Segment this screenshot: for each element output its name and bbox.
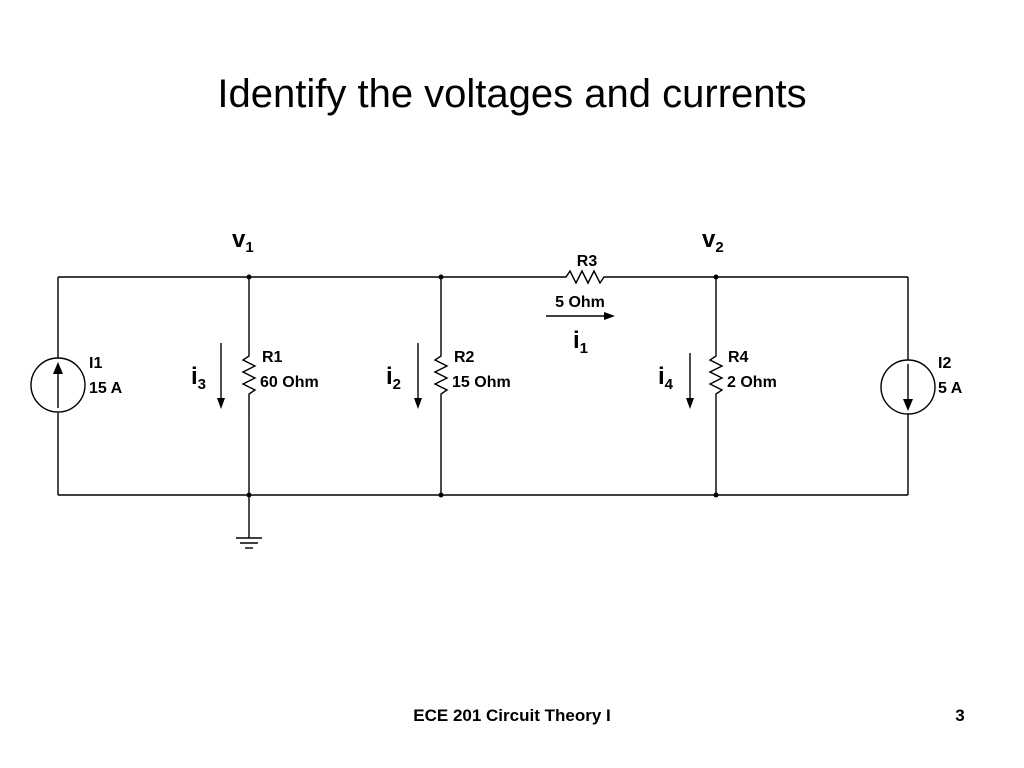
i1-current-source (30, 357, 86, 413)
i4-arrow-down-icon (686, 398, 694, 409)
footer-course-title: ECE 201 Circuit Theory I (413, 706, 611, 725)
r1-value: 60 Ohm (260, 374, 319, 391)
slide-title: Identify the voltages and currents (217, 72, 807, 116)
i1-arrow-up-icon (53, 362, 63, 374)
r3-value: 5 Ohm (555, 294, 605, 311)
r4-value: 2 Ohm (727, 374, 777, 391)
junction-dot (713, 274, 719, 280)
junction-dot (713, 492, 719, 498)
node-v2-label: v2 (702, 226, 724, 256)
r2-name: R2 (454, 349, 475, 366)
ground-icon (236, 537, 262, 549)
i2-arrow-down-icon (903, 399, 913, 411)
junction-dot (438, 274, 444, 280)
current-i1-label: i1 (573, 327, 588, 357)
i1-name: I1 (89, 355, 102, 372)
page-number: 3 (955, 706, 965, 725)
i3-arrow-down-icon (217, 398, 225, 409)
i2-name: I2 (938, 355, 951, 372)
current-i4-label: i4 (658, 363, 674, 393)
i2-current-source (880, 359, 936, 415)
current-i3-label: i3 (191, 363, 206, 393)
r3-resistor-symbol (553, 269, 620, 285)
i1-value: 15 A (89, 380, 123, 397)
r1-name: R1 (262, 349, 283, 366)
i2-value: 5 A (938, 380, 963, 397)
r4-name: R4 (728, 349, 749, 366)
junction-dot (438, 492, 444, 498)
r2-value: 15 Ohm (452, 374, 511, 391)
r4-resistor-symbol (708, 343, 724, 410)
r2-resistor-symbol (433, 343, 449, 410)
node-v1-label: v1 (232, 226, 254, 256)
i1-arrow-right-icon (604, 312, 615, 320)
r1-resistor-symbol (241, 343, 257, 410)
i2-arrow-down-icon (414, 398, 422, 409)
r3-name: R3 (577, 253, 598, 270)
junction-dot (246, 274, 252, 280)
current-i2-label: i2 (386, 363, 401, 393)
